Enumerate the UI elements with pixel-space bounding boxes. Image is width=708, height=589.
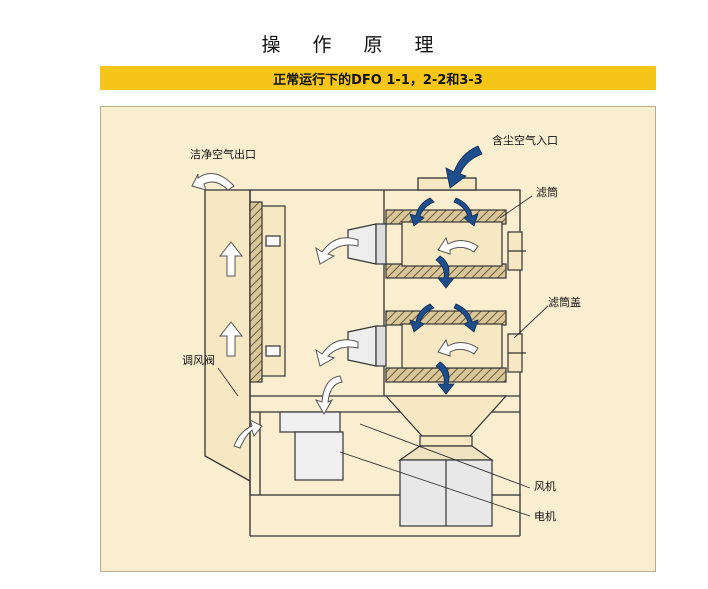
label-fan: 风机 <box>534 479 556 493</box>
access-door <box>249 201 286 383</box>
clean-air-arrows <box>191 173 479 449</box>
label-filter-cartridge: 滤筒 <box>536 185 558 199</box>
page-title: 操 作 原 理 <box>261 34 447 56</box>
leader-lines <box>217 195 549 517</box>
label-dirty-air-inlet: 含尘空气入口 <box>492 133 558 147</box>
operation-diagram: 洁净空气出口 含尘空气入口 滤筒 滤筒盖 调风阀 风机 电机 <box>182 133 581 537</box>
subtitle-band: 正常运行下的DFO 1-1，2-2和3-3 <box>100 66 656 90</box>
label-filter-cover: 滤筒盖 <box>548 295 581 309</box>
label-motor: 电机 <box>534 509 556 523</box>
dirty-air-arrows <box>409 145 483 395</box>
label-clean-air-outlet: 洁净空气出口 <box>190 147 256 161</box>
hopper <box>384 395 508 461</box>
label-damper: 调风阀 <box>182 353 215 367</box>
fan-motor-assembly <box>279 411 493 527</box>
outlet-nozzles <box>347 223 387 367</box>
subtitle: 正常运行下的DFO 1-1，2-2和3-3 <box>273 73 483 88</box>
